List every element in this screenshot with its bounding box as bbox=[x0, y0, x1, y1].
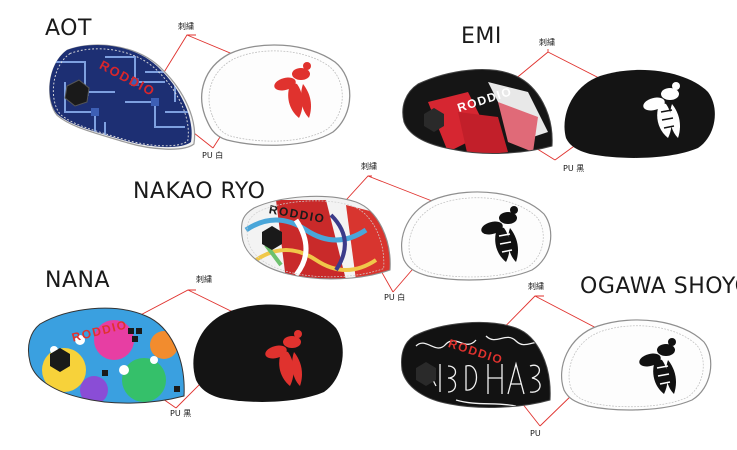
ogawa-bee-icon bbox=[639, 338, 676, 394]
nana-name: NANA bbox=[45, 268, 111, 293]
emi-front-cover bbox=[564, 69, 715, 158]
emi-back-cover: RODDIO bbox=[402, 69, 553, 154]
nakao-embroidery-label: 刺繍 bbox=[361, 162, 377, 171]
nana-embroidery-label: 刺繍 bbox=[196, 275, 212, 284]
aot-back-cover: RODDIO bbox=[49, 44, 196, 150]
emi-bee-icon bbox=[643, 82, 680, 138]
ogawa-front-cover bbox=[560, 319, 712, 411]
nana-bee-icon bbox=[265, 330, 302, 386]
nana-front-cover bbox=[193, 304, 343, 402]
nana-back-cover: RODDIO bbox=[27, 307, 185, 404]
aot-name: AOT bbox=[45, 16, 92, 41]
ogawa-embroidery-label: 刺繍 bbox=[528, 282, 544, 291]
emi-name: EMI bbox=[461, 24, 502, 49]
aot-embroidery-label: 刺繍 bbox=[178, 22, 194, 31]
ogawa-material-label: PU bbox=[530, 429, 541, 438]
aot-bee-icon bbox=[274, 62, 311, 118]
ogawa-back-cover: RODDIO bbox=[401, 321, 551, 408]
nakao-back-cover: RODDIO bbox=[240, 195, 391, 280]
emi-material-label: PU 黒 bbox=[563, 164, 585, 173]
nakao-front-cover bbox=[400, 191, 552, 281]
nakao-material-label: PU 白 bbox=[384, 293, 406, 302]
nakao-name: NAKAO RYO bbox=[133, 179, 266, 204]
ogawa-name: OGAWA SHOYO bbox=[580, 274, 737, 299]
aot-front-cover bbox=[201, 44, 351, 146]
aot-material-label: PU 白 bbox=[202, 151, 224, 160]
nana-material-label: PU 黒 bbox=[170, 409, 192, 418]
nakao-bee-icon bbox=[481, 206, 518, 262]
emi-embroidery-label: 刺繍 bbox=[539, 38, 555, 47]
